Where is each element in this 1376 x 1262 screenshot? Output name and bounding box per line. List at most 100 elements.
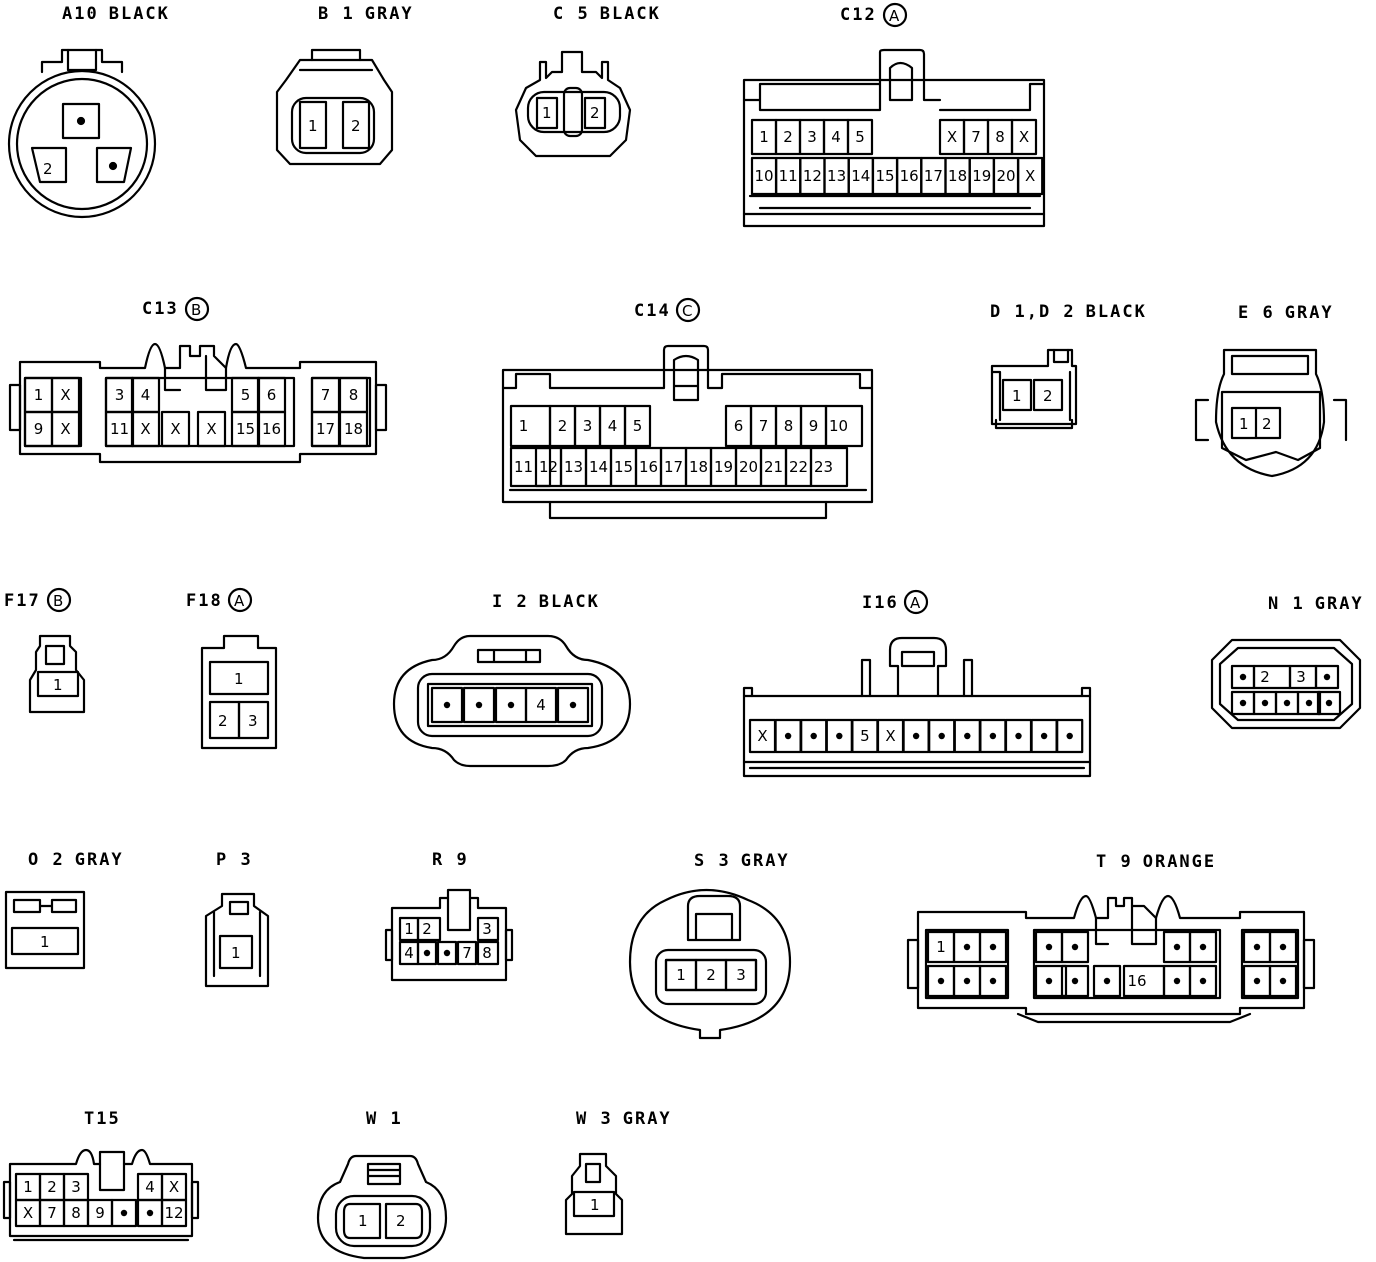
pin-label: 2 [1043,387,1053,405]
pin-cell [824,404,864,448]
pin-label: 14 [589,458,608,476]
pin-label: 16 [1127,972,1146,990]
pin-label: 4 [404,944,414,962]
pin-dot [1279,977,1287,985]
pin-dot [989,732,997,740]
pin-dot [1239,673,1247,681]
pin-label: 16 [639,458,658,476]
connector-f17: F17 B 1 [4,587,86,714]
pin-label: 12 [539,458,558,476]
pin-label: 4 [145,1178,155,1196]
pin-label: 13 [827,167,846,185]
connector-c12-title: C12 [840,5,877,25]
pin-label: 7 [971,128,981,146]
pin-label: 10 [754,167,773,185]
pin-cell [1314,664,1340,690]
pin-cell [160,410,191,448]
pin-label: 15 [614,458,633,476]
pin-cell [524,686,558,724]
pin-cell [430,686,464,724]
connector-w1-title: W 1 [366,1109,403,1129]
pin-cell [1060,964,1090,998]
pin-label: 1 [53,676,63,694]
pin-label: 3 [71,1178,81,1196]
pin-label: 1 [308,117,318,135]
pin-cell [338,410,369,448]
pin-dot [443,949,451,957]
pin-label: 2 [558,417,568,435]
pin-label: 3 [1296,668,1306,686]
pin-label: 3 [248,712,258,730]
pin-label: 19 [714,458,733,476]
pin-cell [1316,690,1342,716]
pin-label: 2 [43,160,53,178]
pin-label: 5 [855,128,865,146]
pin-label: 18 [689,458,708,476]
pin-dot [938,732,945,740]
pin-label: X [757,727,767,745]
pin-cell [110,1198,138,1228]
pin-dot [1239,699,1247,707]
pin-label: 11 [779,167,798,185]
pin-label: 20 [996,167,1015,185]
pin-label: 1 [676,966,686,984]
pin-dot [1325,699,1333,707]
pin-cell [160,1198,188,1228]
pin-cell [50,410,81,448]
pin-label: 3 [482,920,492,938]
pin-cell [846,118,874,156]
pin-label: 8 [349,386,359,404]
pin-dot [1040,732,1048,740]
t9-pins: 116 [926,930,1298,998]
pin-dot [1261,699,1269,707]
pin-cell [130,410,161,448]
pin-label: 16 [262,420,281,438]
pin-dot [1323,673,1331,681]
pin-label: 2 [1262,415,1272,433]
pin-label: 1 [759,128,769,146]
variant-badge: B [191,301,201,319]
variant-badge: A [910,594,921,612]
pin-cell [1188,964,1218,998]
pin-dot [1253,977,1261,985]
pin-label: X [23,1204,33,1222]
pin-label: 17 [316,420,335,438]
pin-cell [462,686,496,724]
pin-cell [1268,930,1298,964]
pin-cell [509,404,552,448]
pin-label: 11 [110,420,129,438]
pin-cell [509,446,552,488]
pin-label: X [947,128,957,146]
pin-cell [436,940,458,966]
pin-label: 13 [564,458,583,476]
pin-dot [1253,943,1261,951]
pin-dot [1283,699,1291,707]
pin-label: X [60,386,70,404]
connector-p3: P 3 1 [204,850,270,988]
pin-label: 3 [583,417,593,435]
pin-label: 22 [789,458,808,476]
connector-f17-title: F17 [4,591,41,611]
pin-label: 3 [115,386,125,404]
